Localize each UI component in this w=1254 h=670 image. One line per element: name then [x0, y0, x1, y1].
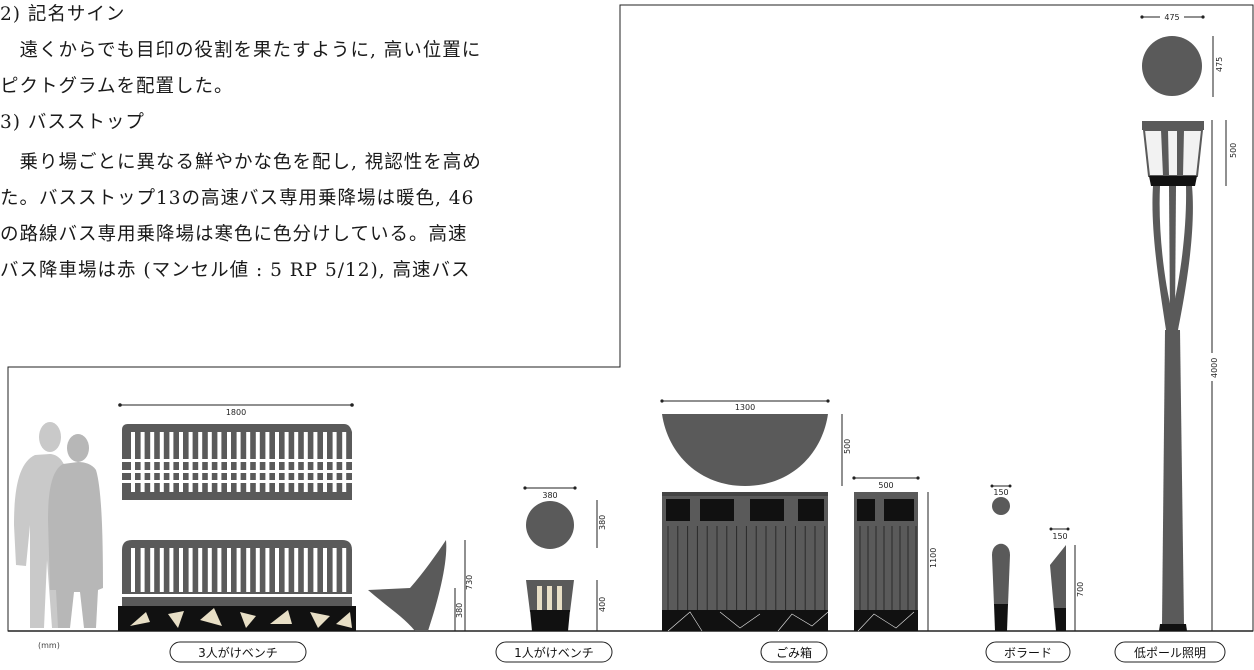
- slat-gap: [207, 548, 212, 592]
- dimension-bin-side-width: 500: [878, 481, 893, 490]
- dimension-stool-top-diameter: 380: [542, 491, 557, 500]
- lamp-pole: [1152, 186, 1193, 631]
- bin-front-view: [662, 492, 829, 632]
- slat-gap: [227, 548, 231, 592]
- dimension-stool-top-height: 380: [598, 515, 607, 530]
- bin-side-view: [854, 492, 918, 632]
- dimension-back-height: 730: [465, 575, 474, 590]
- paragraph-line: 乗り場ごとに異なる鮮やかな色を配し, 視認性を高め: [0, 152, 482, 173]
- slat-gap: [198, 548, 203, 592]
- paragraph-line: バス降車場は赤 (マンセル値 : 5 RP 5/12), 高速バス: [0, 260, 471, 281]
- label-trash-text: ごみ箱: [776, 645, 812, 660]
- slat-gap: [284, 548, 289, 592]
- dimension-bin-bowl-height: 500: [843, 439, 852, 454]
- slat-gap: [236, 548, 241, 592]
- label-bollard-text: ボラード: [1004, 646, 1052, 660]
- stool-top-view: [526, 501, 574, 549]
- label-trash: ごみ箱: [760, 641, 828, 663]
- stool-front-view: [526, 580, 574, 631]
- bollard-front-view: [992, 543, 1010, 631]
- dimension-lamp-head-height: 500: [1229, 143, 1238, 158]
- lamp-post: 475 475 500 4000: [1140, 12, 1238, 631]
- person-right-silhouette: [48, 434, 103, 628]
- slat-gap: [294, 548, 299, 592]
- dimension-bin-height: 1100: [929, 548, 938, 568]
- lamp-top-view: [1142, 36, 1202, 96]
- paragraph-line: ピクトグラムを配置した。: [0, 76, 234, 97]
- label-lamp-text: 低ポール照明: [1134, 646, 1206, 660]
- slat-gap: [150, 548, 155, 592]
- slat-gap: [303, 548, 308, 592]
- heading-signature-sign: 2) 記名サイン: [0, 4, 126, 25]
- label-bench3-text: 3人がけベンチ: [198, 645, 278, 660]
- slat-gap: [332, 548, 337, 592]
- label-bench1-text: 1人がけベンチ: [514, 645, 594, 660]
- label-bench3: 3人がけベンチ: [169, 641, 307, 663]
- bin-top-view: [662, 414, 828, 486]
- lamp-head: [1142, 121, 1204, 186]
- label-lamp: 低ポール照明: [1114, 641, 1226, 663]
- bollards: 150 150 700: [990, 484, 1085, 631]
- bench-side-profile: 380 730: [368, 540, 474, 631]
- slat-gap: [323, 548, 327, 592]
- dimension-bollard-height: 700: [1076, 582, 1085, 597]
- slat-gap: [169, 548, 174, 592]
- label-bench1: 1人がけベンチ: [495, 641, 613, 663]
- slat-gap: [140, 548, 145, 592]
- dimension-stool-base-height: 400: [598, 597, 607, 612]
- dimension-lamp-ball-height: 475: [1215, 57, 1224, 72]
- dimension-bollard-side-width: 150: [1052, 532, 1067, 541]
- dimension-bollard-ball-width: 150: [993, 488, 1008, 497]
- paragraph-line: た。バスストップ13の高速バス専用乗降場は暖色, 46: [0, 188, 475, 209]
- dimension-bench-width: 1800: [226, 408, 246, 417]
- paragraph-line: 遠くからでも目印の役割を果たすように, 高い位置に: [0, 40, 482, 61]
- trash-bin: 1300 500: [660, 399, 938, 632]
- bollard-side-view: [1050, 545, 1066, 631]
- bench-3-front-view: [118, 540, 356, 631]
- slat-gap: [342, 548, 347, 592]
- slat-gap: [246, 548, 251, 592]
- dimension-lamp-ball-width: 475: [1164, 13, 1179, 22]
- paragraph-line: の路線バス専用乗降場は寒色に色分けしている。高速: [0, 224, 468, 245]
- dimension-seat-height: 380: [455, 603, 464, 618]
- heading-bus-stop: 3) バスストップ: [0, 112, 145, 133]
- slat-gap: [179, 548, 183, 592]
- slat-gap: [131, 548, 135, 592]
- human-silhouettes: [14, 422, 103, 628]
- slat-gap: [217, 548, 222, 592]
- slat-gap: [255, 548, 260, 592]
- label-bollard: ボラード: [985, 641, 1071, 663]
- bench-1-seat: 380 380 400: [523, 486, 607, 631]
- dimension-bin-bowl-width: 1300: [735, 403, 755, 412]
- slat-gap: [265, 548, 270, 592]
- mosaic-tiles: [130, 608, 352, 628]
- bollard-top-view: [992, 497, 1010, 515]
- slat-gap: [313, 548, 318, 592]
- slat-gap: [188, 548, 193, 592]
- dimension-lamp-pole-height: 4000: [1210, 358, 1219, 378]
- unit-note: (mm): [38, 641, 60, 650]
- slat-gap: [275, 548, 279, 592]
- slat-gap: [159, 548, 164, 592]
- bench-3-seat: 1800: [118, 403, 356, 631]
- bench-3-plan-view: [122, 424, 352, 500]
